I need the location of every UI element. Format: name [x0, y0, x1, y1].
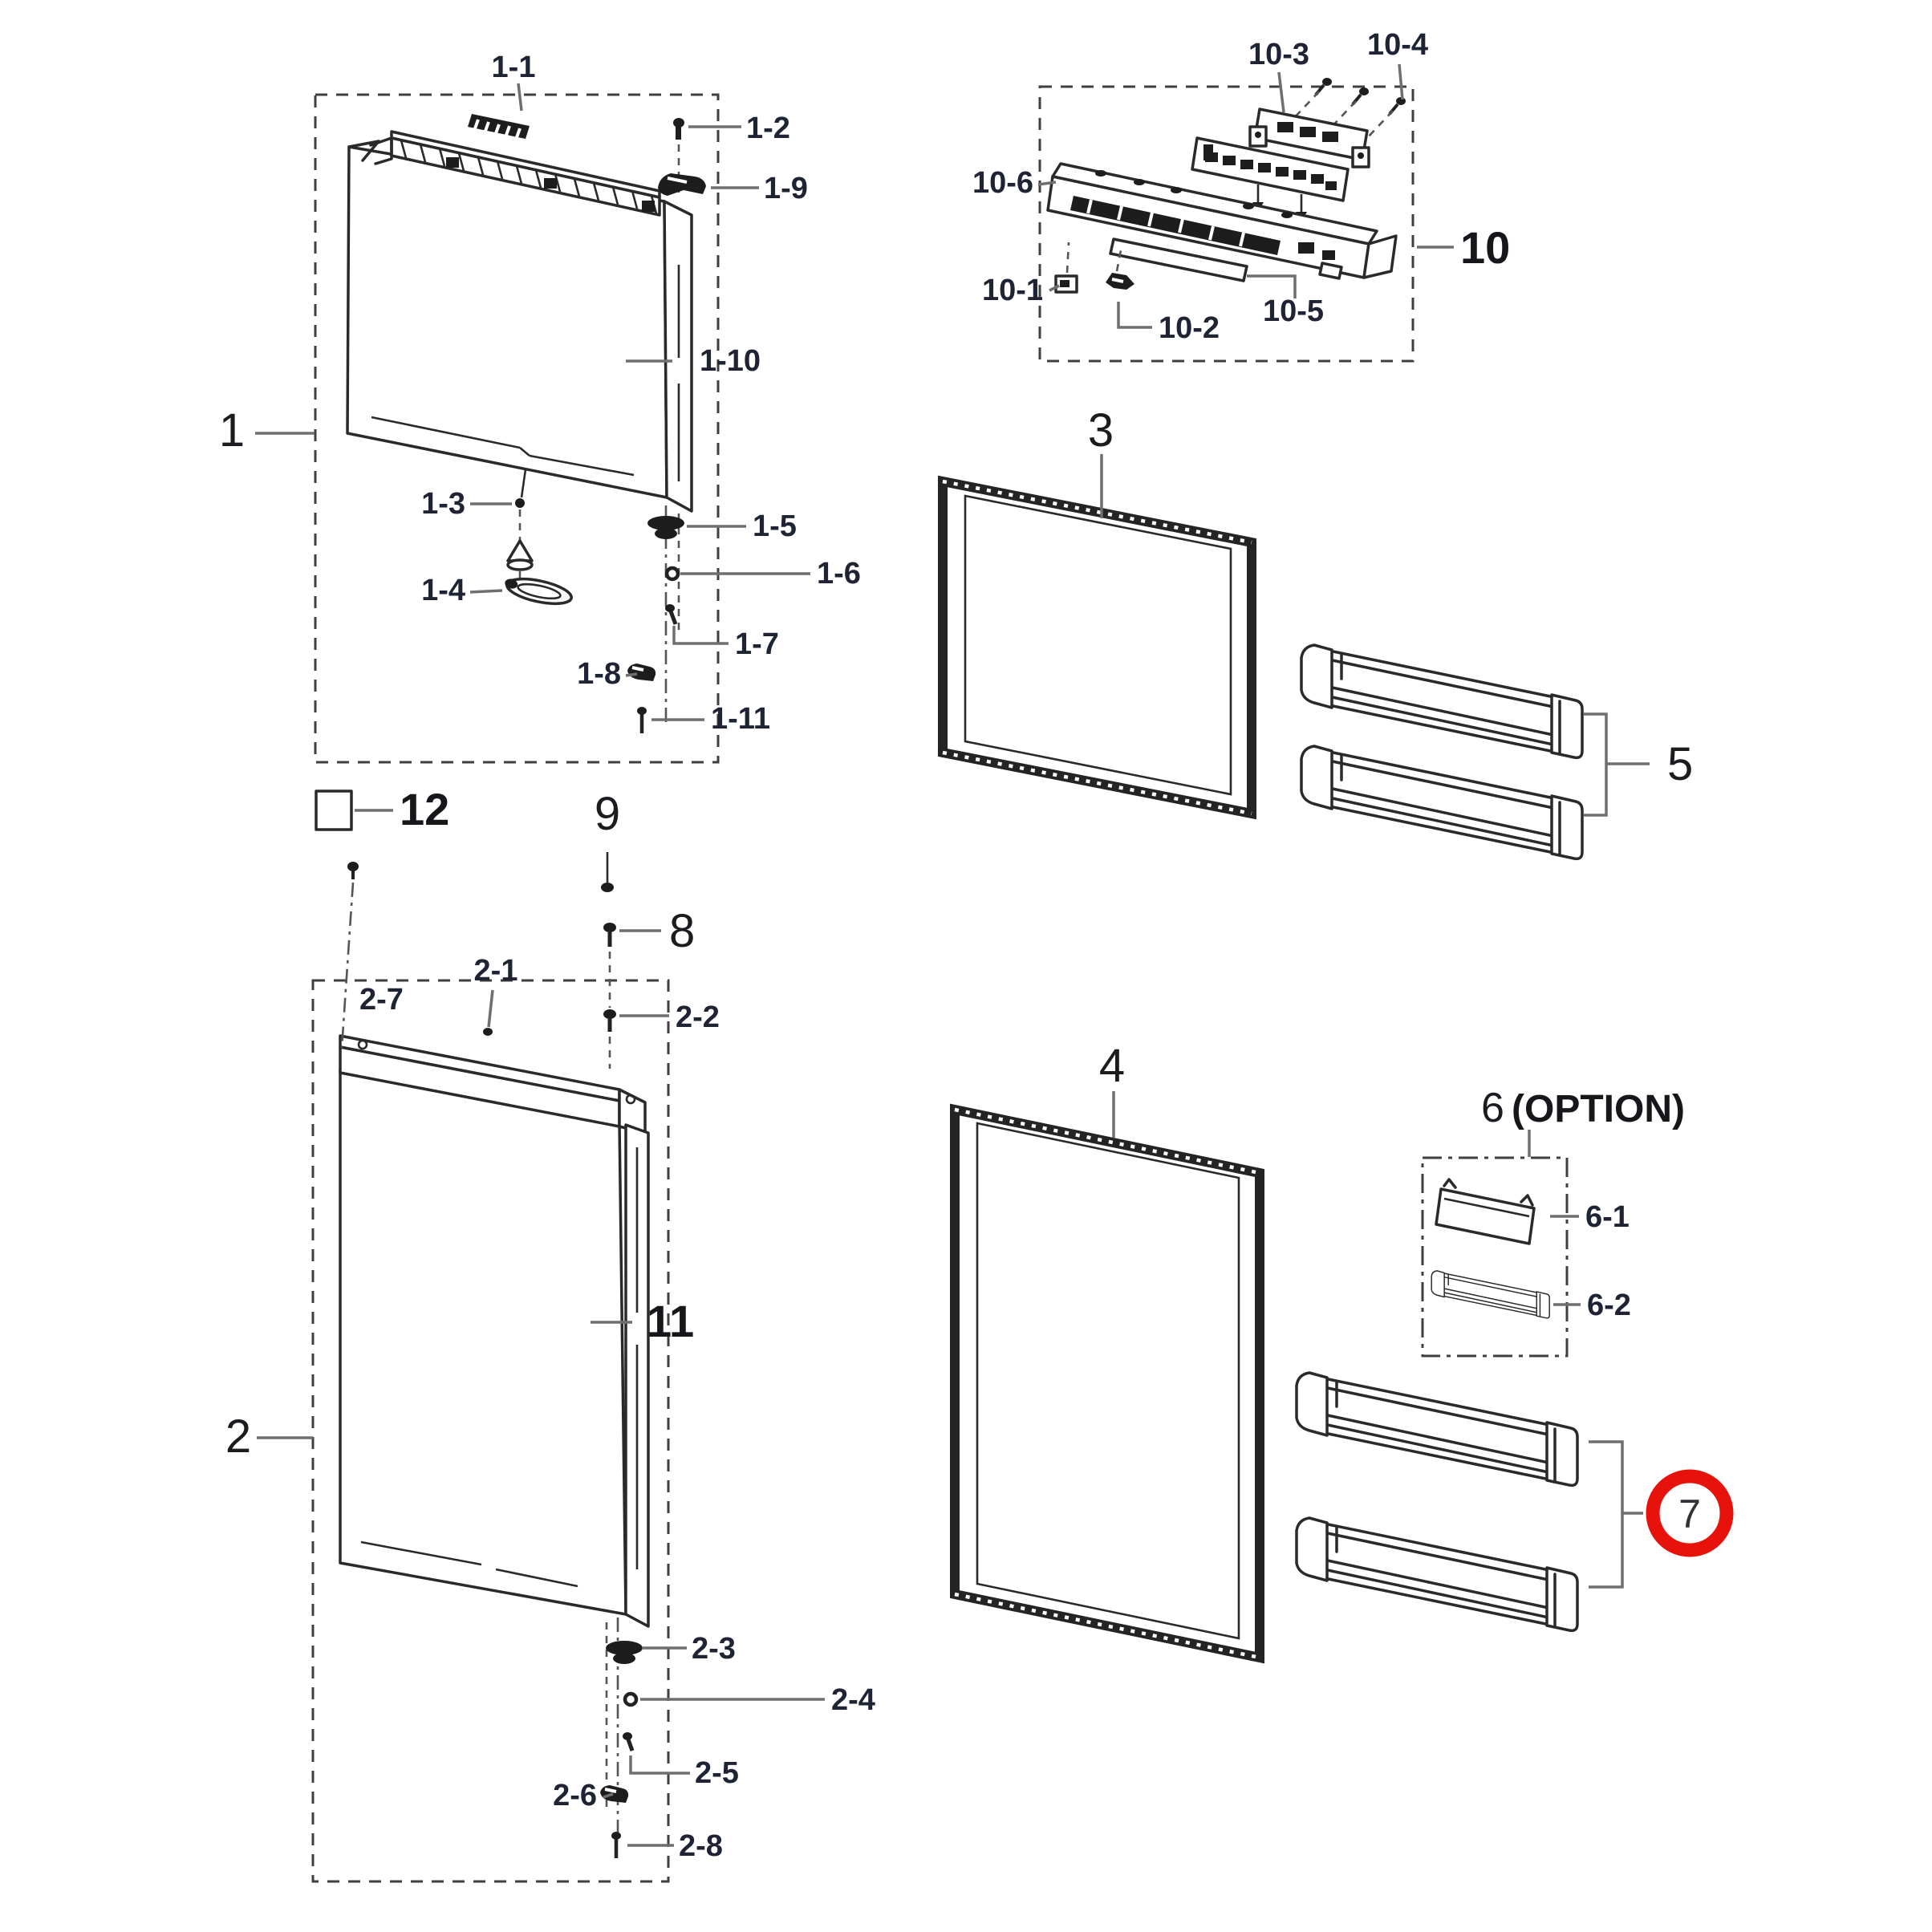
part-label-1-10: 1-10	[700, 344, 761, 378]
part-label-11: 11	[647, 1296, 694, 1346]
part-label-3: 3	[1088, 404, 1114, 457]
part-label-2-1: 2-1	[474, 954, 518, 988]
assembly-1-box	[314, 93, 720, 764]
part-10-4-screws	[1293, 78, 1406, 139]
part-9-screw	[601, 852, 614, 892]
part-1-3-screw	[515, 498, 525, 508]
assembly-2-box	[311, 979, 670, 1883]
part-label-1-4: 1-4	[421, 574, 465, 607]
part-10-6-cover	[1046, 162, 1398, 280]
part-1-3-plug	[506, 539, 534, 571]
leader-lines	[255, 63, 1581, 1847]
part-1-6-ring	[664, 566, 680, 582]
part-2-6-clip	[600, 1785, 629, 1803]
highlight-circle	[1646, 1469, 1734, 1557]
part-10-display-board	[1191, 136, 1350, 202]
part-10-2-clip	[1106, 250, 1134, 290]
part-label-10-4: 10-4	[1367, 28, 1428, 62]
part-7-bracket	[1589, 1440, 1643, 1589]
assembly-1-freezer-door-drawing	[346, 130, 693, 513]
highlight-ring	[1646, 1469, 1734, 1557]
part-2-3-grommet	[606, 1641, 643, 1664]
part-2-2-screw	[603, 1009, 616, 1032]
part-label-10-1: 10-1	[982, 274, 1043, 307]
part-1-11-screw	[637, 707, 647, 733]
part-label-6-option: (OPTION)	[1512, 1088, 1685, 1130]
part-2-5-pin	[623, 1732, 635, 1751]
part-label-1-5: 1-5	[753, 509, 797, 543]
part-label-10-6: 10-6	[972, 166, 1033, 200]
assembly-10-box	[1038, 85, 1414, 363]
part-2-1-screw	[483, 1028, 493, 1036]
part-1-8-clip	[627, 664, 656, 681]
assembly-1-hardware	[468, 114, 706, 733]
part-1-4-cap	[505, 577, 573, 606]
part-10-3-pcb	[1248, 108, 1370, 168]
part-label-6-2: 6-2	[1587, 1289, 1631, 1322]
part-1-9-hinge	[658, 173, 706, 196]
part-label-1-2: 1-2	[746, 112, 790, 145]
part-label-1-11: 1-11	[711, 702, 770, 736]
part-6-1-cover	[1435, 1178, 1536, 1245]
part-1-2-screw	[673, 118, 684, 140]
part-label-10-2: 10-2	[1159, 311, 1220, 345]
part-label-9: 9	[595, 788, 620, 840]
part-1-7-pin	[665, 604, 678, 625]
part-8-screw	[603, 923, 616, 947]
part-label-10-3: 10-3	[1248, 38, 1309, 71]
part-label-2-4: 2-4	[831, 1683, 875, 1717]
part-label-7: 7	[1678, 1492, 1701, 1536]
part-label-1-9: 1-9	[764, 172, 808, 205]
part-7-door-bins	[1295, 1371, 1643, 1633]
part-label-2: 2	[225, 1410, 251, 1463]
part-6-option-bins	[1431, 1178, 1550, 1319]
assembly-2-fridge-door-drawing	[339, 1034, 650, 1628]
part-label-2-8: 2-8	[679, 1829, 723, 1863]
part-5-bracket	[1584, 712, 1650, 817]
assembly-2-hardware	[315, 789, 643, 1858]
part-label-1-8: 1-8	[577, 657, 621, 691]
part-2-4-ring	[623, 1691, 639, 1707]
door-bin	[1295, 1516, 1579, 1633]
part-1-5-grommet	[647, 516, 684, 539]
part-label-2-7: 2-7	[359, 983, 404, 1017]
assembly-10-dispenser-panel-drawing	[1046, 78, 1406, 294]
part-label-2-3: 2-3	[692, 1632, 736, 1666]
part-4-gasket-drawing	[950, 1103, 1264, 1664]
part-label-2-6: 2-6	[553, 1779, 597, 1812]
part-label-1-6: 1-6	[817, 557, 861, 591]
part-10-1-bracket	[1054, 242, 1078, 294]
part-label-8: 8	[669, 905, 695, 957]
door-bin	[1300, 643, 1584, 760]
door-bin	[1295, 1371, 1579, 1488]
part-label-1-1: 1-1	[492, 51, 536, 84]
part-label-12: 12	[400, 784, 449, 834]
assembly-6-option-box	[1421, 1156, 1569, 1358]
part-12-plate	[315, 789, 353, 831]
part-label-2-5: 2-5	[695, 1756, 739, 1790]
part-2-8-screw	[611, 1832, 621, 1858]
part-label-4: 4	[1099, 1040, 1125, 1092]
part-label-6-1: 6-1	[1585, 1200, 1630, 1234]
part-label-1-7: 1-7	[735, 627, 779, 661]
part-label-6: 6	[1481, 1085, 1504, 1131]
door-bin	[1300, 745, 1584, 861]
part-label-10: 10	[1460, 222, 1510, 273]
part-label-1-3: 1-3	[421, 487, 465, 521]
part-5-door-bins	[1300, 643, 1650, 861]
part-2-7-screw	[347, 862, 359, 879]
part-3-gasket-drawing	[938, 475, 1256, 820]
part-labels: 1 1-1 1-2 1-9 1-10 1-3 1-4 1-5 1-6 1-7 1…	[219, 28, 1701, 1863]
part-10-5-lens	[1109, 237, 1248, 282]
part-label-1: 1	[219, 404, 245, 457]
part-label-2-2: 2-2	[676, 1000, 720, 1034]
part-6-2-bin	[1431, 1270, 1550, 1319]
part-label-10-5: 10-5	[1263, 294, 1324, 328]
part-label-5: 5	[1667, 738, 1693, 790]
assembly-group-boxes	[311, 85, 1569, 1883]
